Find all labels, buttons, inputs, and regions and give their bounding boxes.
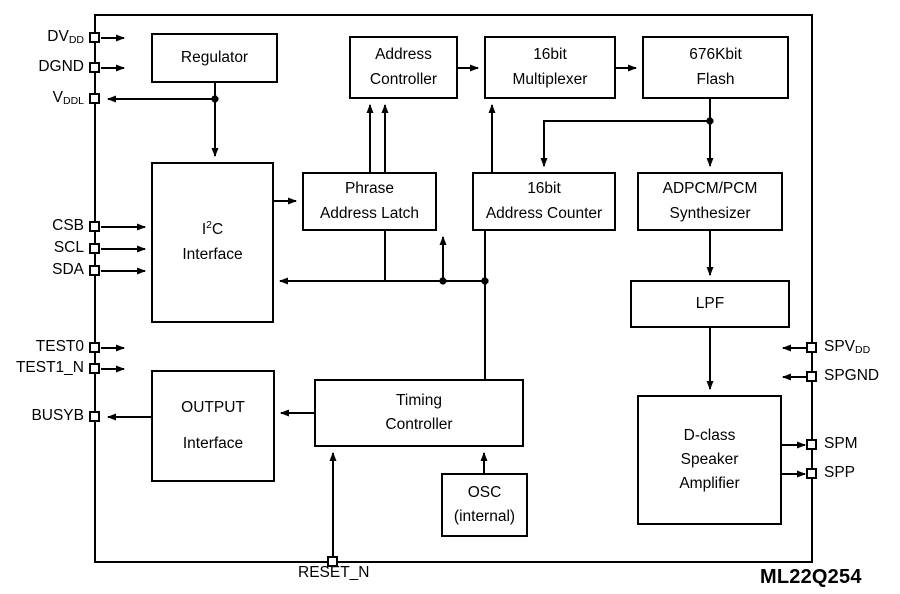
pad-test1-n[interactable] [89,363,100,374]
pin-label-reset-n: RESET_N [298,564,370,581]
pin-label-csb: CSB [52,217,84,234]
block-address-controller[interactable]: Address Controller [349,36,458,99]
pad-busyb[interactable] [89,411,100,422]
pin-label-spvdd: SPVDD [824,338,871,356]
pad-csb[interactable] [89,221,100,232]
pin-label-test1-n: TEST1_N [15,359,84,376]
pin-label-spp: SPP [824,464,856,481]
block-d-class-amplifier-line-2: Amplifier [679,475,740,492]
pin-label-spgnd: SPGND [824,367,880,384]
pad-spp[interactable] [806,468,817,479]
block-address-counter-line-0: 16bit [527,180,561,198]
block-timing-controller-line-0: Timing [396,391,442,409]
pin-label-sda: SDA [52,261,84,278]
pin-label-dvdd: DVDD [47,28,84,46]
block-adpcm-pcm-synthesizer-line-1: Synthesizer [669,204,751,222]
pad-dgnd[interactable] [89,62,100,73]
pin-label-busyb: BUSYB [31,407,84,424]
block-d-class-amplifier-line-1: Speaker [680,450,739,468]
pad-sda[interactable] [89,265,100,276]
block-flash-line-0: 676Kbit [689,46,742,64]
block-address-controller-line-1: Controller [369,70,438,88]
pin-label-test0: TEST0 [35,338,84,355]
block-osc-line-1: (internal) [453,508,516,525]
block-timing-controller[interactable]: Timing Controller [314,379,524,447]
block-adpcm-pcm-synthesizer-line-0: ADPCM/PCM [662,180,758,198]
block-i2c-interface[interactable]: I2C Interface [151,162,274,323]
block-flash-line-1: Flash [696,70,735,88]
block-osc-line-0: OSC [467,483,502,501]
block-d-class-amplifier-line-0: D-class [683,426,736,444]
part-number-label: ML22Q254 [760,566,862,588]
block-i2c-interface-line-1: Interface [182,245,243,263]
pad-dvdd[interactable] [89,32,100,43]
pin-label-vddl: VDDL [52,89,84,107]
block-address-counter[interactable]: 16bit Address Counter [472,172,616,231]
pin-label-spm: SPM [824,435,858,452]
pad-spgnd[interactable] [806,371,817,382]
block-flash[interactable]: 676Kbit Flash [642,36,789,99]
block-d-class-amplifier[interactable]: D-class Speaker Amplifier [637,395,782,525]
block-regulator-line-0: Regulator [180,48,249,66]
pad-spvdd[interactable] [806,342,817,353]
block-lpf[interactable]: LPF [630,280,790,328]
pin-label-dgnd: DGND [38,58,84,75]
block-lpf-line-0: LPF [695,294,725,312]
block-timing-controller-line-1: Controller [385,416,453,433]
block-phrase-address-latch-line-1: Address Latch [319,204,420,222]
block-multiplexer-line-1: Multiplexer [512,70,588,88]
pad-scl[interactable] [89,243,100,254]
block-regulator[interactable]: Regulator [151,33,278,83]
block-adpcm-pcm-synthesizer[interactable]: ADPCM/PCM Synthesizer [637,172,783,231]
pad-vddl[interactable] [89,93,100,104]
block-osc[interactable]: OSC (internal) [441,473,528,537]
block-address-counter-line-1: Address Counter [485,204,603,222]
block-phrase-address-latch[interactable]: Phrase Address Latch [302,172,437,231]
block-phrase-address-latch-line-0: Phrase [344,180,395,198]
pad-test0[interactable] [89,342,100,353]
block-i2c-interface-line-0: I2C [201,219,224,239]
pin-label-scl: SCL [53,239,84,256]
block-output-interface-line-1: Interface [182,435,244,452]
block-output-interface-line-0: OUTPUT [181,398,245,416]
block-address-controller-line-0: Address [375,46,432,64]
pad-spm[interactable] [806,439,817,450]
pad-reset-n[interactable] [327,556,338,567]
block-output-interface[interactable]: OUTPUT Interface [151,370,275,482]
block-multiplexer[interactable]: 16bit Multiplexer [484,36,616,99]
block-multiplexer-line-0: 16bit [533,46,567,64]
